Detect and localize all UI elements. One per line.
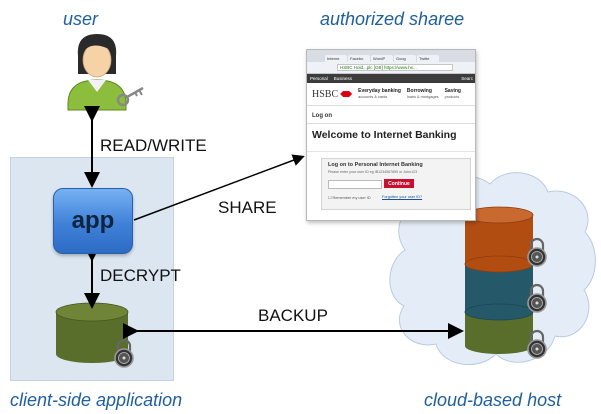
cloud-database [464,206,534,354]
nav-business: Business [333,76,353,81]
local-database [55,302,129,363]
logon-heading: Log on [307,106,475,124]
app-label: app [71,207,115,234]
nav-personal: Personal [310,76,328,81]
bank-logo: HSBC [312,88,353,100]
key-icon [116,86,144,107]
decrypt-label: DECRYPT [100,266,181,285]
cloud-caption: cloud-based host [424,390,562,410]
logon-panel: Log on to Personal Internet Banking Plea… [321,158,471,210]
browser-window: Interne Facebo WordP Goog Twitte HSBC Ho… [306,49,476,221]
client-caption: client-side application [10,390,183,410]
panel-title: Log on to Personal Internet Banking [328,162,423,168]
browser-tab: Goog [394,55,416,62]
address-bar: HSBC Hold...plc [GB] https://www.hs... [307,62,475,74]
backup-label: BACKUP [258,306,328,325]
hexagon-icon [340,91,353,97]
app-node: app [53,188,133,254]
browser-tab: Twitte [417,55,439,62]
forgotten-link: Forgotten your user ID? [382,195,423,199]
browser-tab: WordP [371,55,393,62]
nav-search: Searc [461,76,473,81]
browser-tab-bar: Interne Facebo WordP Goog Twitte [307,50,475,62]
browser-tab: Facebo [348,55,370,62]
remember-checkbox-label: ☐ Remember my user ID [328,196,371,200]
share-arrow [133,154,305,221]
browser-tab: Interne [325,55,347,62]
user-id-input [328,180,382,189]
user-icon [67,34,127,111]
continue-button: Continue [384,179,414,188]
welcome-heading: Welcome to Internet Banking [307,124,475,152]
logo-text: HSBC [312,88,339,100]
url-field: HSBC Hold...plc [GB] https://www.hs... [337,64,453,71]
share-label: SHARE [218,198,277,217]
panel-hint: Please enter your user ID eg IB123456789… [328,170,418,174]
user-caption: user [63,9,99,29]
site-nav: Personal Business Searc [307,74,475,83]
read-write-label: READ/WRITE [100,136,207,155]
sharee-caption: authorized sharee [320,9,465,29]
